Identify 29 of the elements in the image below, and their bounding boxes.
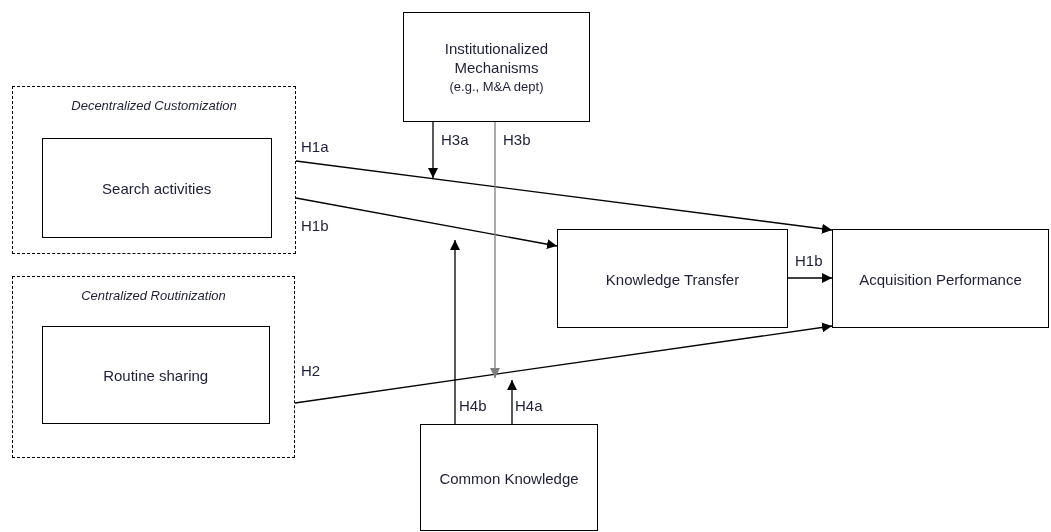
- edge-label: H4b: [458, 397, 488, 414]
- process-box: [832, 229, 1049, 328]
- arrow: [295, 197, 558, 250]
- group-box: [12, 86, 296, 254]
- node-text: Institutionalized Mechanisms: [443, 38, 550, 77]
- process-box: [557, 229, 788, 328]
- node-text: Routine sharing: [103, 365, 209, 385]
- arrow: [428, 121, 438, 179]
- group-heading: Centralized Routinization: [81, 288, 226, 303]
- node-text: Search activities: [102, 178, 212, 198]
- process-box: [41, 137, 272, 238]
- arrow: [787, 273, 833, 283]
- node-text: Acquisition Performance: [859, 269, 1022, 288]
- process-box: [41, 325, 270, 424]
- process-box: [420, 424, 598, 531]
- process-box: [403, 12, 590, 122]
- edge-label: H1b: [794, 252, 824, 269]
- node-text: (e.g., M&A dept): [449, 77, 544, 96]
- group-box: [12, 276, 295, 458]
- node-text: Knowledge Transfer: [605, 269, 740, 288]
- arrow: [294, 322, 833, 404]
- node-text: Common Knowledge: [439, 468, 579, 487]
- edge-label: H3b: [502, 131, 532, 148]
- edge-label: H1b: [300, 217, 330, 234]
- arrow: [295, 160, 833, 234]
- group-heading: Decentralized Customization: [71, 98, 237, 113]
- arrow: [450, 239, 460, 425]
- arrow: [507, 379, 517, 425]
- arrow: [490, 121, 500, 379]
